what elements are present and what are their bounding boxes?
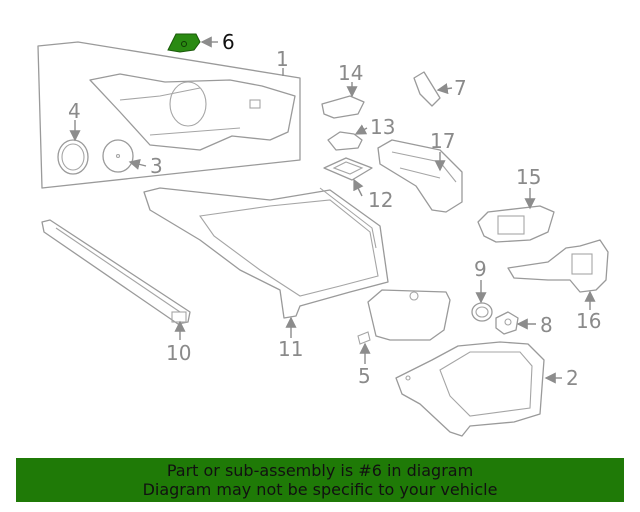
part-9-grommet[interactable] (471, 302, 493, 322)
part-12-bracket[interactable] (323, 157, 373, 181)
callout-7: 7 (454, 76, 467, 100)
callout-labels: 1 2 3 4 5 6 7 8 9 10 11 12 13 14 15 16 1… (68, 30, 601, 390)
banner-line-2: Diagram may not be specific to your vehi… (142, 480, 498, 499)
part-6-highlighted[interactable] (167, 33, 201, 53)
callout-13: 13 (370, 115, 395, 139)
part-13-clip[interactable] (327, 131, 363, 151)
part-5-cover[interactable] (357, 289, 451, 345)
callout-14: 14 (338, 61, 363, 85)
callout-16: 16 (576, 309, 601, 333)
callout-5: 5 (358, 364, 371, 388)
leader-13 (354, 124, 368, 135)
callout-15: 15 (516, 165, 541, 189)
leader-3 (128, 158, 147, 170)
part-2-side-trim[interactable] (395, 341, 545, 437)
part-17-sill-panel[interactable] (377, 139, 463, 213)
callout-4: 4 (68, 99, 81, 123)
fitment-banner: Part or sub-assembly is #6 in diagram Di… (16, 458, 624, 502)
banner-line-1: Part or sub-assembly is #6 in diagram (166, 461, 474, 480)
part-3-cap[interactable] (102, 139, 134, 173)
part-8-clip[interactable] (495, 311, 519, 335)
callout-11: 11 (278, 337, 303, 361)
part-14-clip[interactable] (321, 95, 365, 119)
callout-8: 8 (540, 313, 553, 337)
part-10-sill-plate[interactable] (41, 219, 191, 325)
callout-3: 3 (150, 154, 163, 178)
part-7-clip[interactable] (413, 71, 441, 107)
callout-6: 6 (222, 30, 235, 54)
part-15-latch[interactable] (477, 205, 555, 243)
part-16-bracket[interactable] (507, 239, 609, 293)
part-11-trunk-tray[interactable] (143, 187, 389, 319)
leader-12 (353, 178, 364, 197)
leader-lines (69, 36, 596, 384)
part-4-grommet[interactable] (57, 139, 89, 175)
callout-9: 9 (474, 257, 487, 281)
callout-17: 17 (430, 129, 455, 153)
callout-12: 12 (368, 188, 393, 212)
callout-1: 1 (276, 47, 289, 71)
leader-7 (436, 83, 453, 95)
callout-10: 10 (166, 341, 191, 365)
callout-2: 2 (566, 366, 579, 390)
